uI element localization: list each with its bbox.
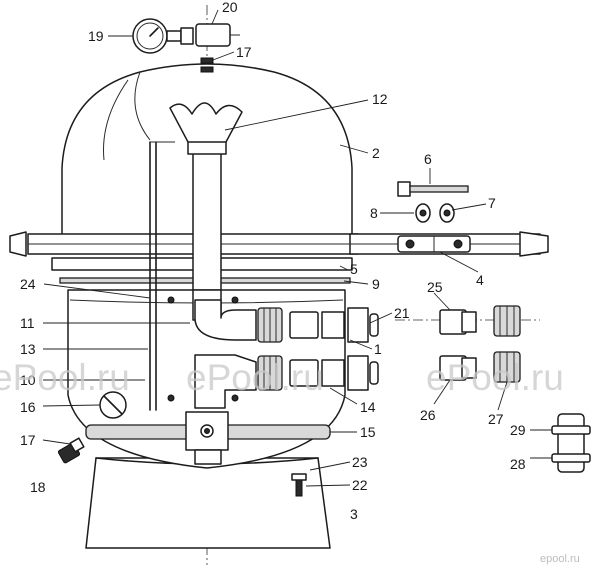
pressure-gauge — [132, 18, 194, 54]
callout-3: 3 — [350, 506, 358, 522]
spare-union-nut-upper — [493, 305, 521, 337]
drain-plug — [57, 437, 85, 464]
callout-16: 16 — [20, 399, 36, 415]
callout-18: 18 — [30, 479, 46, 495]
lower-elbow — [167, 354, 257, 409]
callout-24: 24 — [20, 276, 36, 292]
gauge-adapter — [195, 23, 240, 47]
upper-port-union — [257, 307, 379, 343]
callout-26: 26 — [420, 407, 436, 423]
callout-4: 4 — [476, 272, 484, 288]
callout-13: 13 — [20, 341, 36, 357]
clamp-bolt — [397, 181, 469, 197]
callout-6: 6 — [424, 151, 432, 167]
watermark-right: ePool.ru — [426, 357, 564, 398]
callout-2: 2 — [372, 145, 380, 161]
leader-lines — [42, 9, 552, 487]
callout-29: 29 — [510, 422, 526, 438]
callout-27: 27 — [488, 411, 504, 427]
callout-9: 9 — [372, 276, 380, 292]
clamp-block — [397, 235, 471, 253]
callout-17-top: 17 — [236, 44, 252, 60]
callout-8: 8 — [370, 205, 378, 221]
callout-5: 5 — [350, 261, 358, 277]
callout-10: 10 — [20, 372, 36, 388]
callout-7: 7 — [488, 195, 496, 211]
callout-11: 11 — [20, 315, 35, 331]
upper-elbow — [167, 296, 257, 341]
spare-fitting-26 — [439, 355, 477, 381]
top-vent-fitting — [200, 57, 214, 73]
standpipe — [169, 102, 243, 321]
watermark-left: ePool.ru — [0, 357, 130, 398]
callout-20: 20 — [222, 0, 238, 15]
watermark-corner: epool.ru — [540, 553, 580, 565]
callout-23: 23 — [352, 454, 368, 470]
callout-1: 1 — [374, 341, 382, 357]
lateral-collector — [85, 411, 331, 465]
callout-14: 14 — [360, 399, 376, 415]
clamp-nut-right — [439, 203, 455, 223]
callout-21: 21 — [394, 305, 410, 321]
spare-fitting-25 — [439, 309, 477, 335]
base-foot-screw — [291, 473, 307, 497]
callout-17-bottom: 17 — [20, 432, 36, 448]
spare-union-nut-27 — [493, 351, 521, 383]
lower-port-union — [257, 355, 379, 391]
callout-15: 15 — [360, 424, 376, 440]
filter-base — [85, 457, 331, 549]
callout-12: 12 — [372, 91, 388, 107]
hose-clamp — [551, 413, 591, 473]
callout-28: 28 — [510, 456, 526, 472]
callout-22: 22 — [352, 477, 368, 493]
watermark-center: ePool.ru — [186, 357, 324, 398]
watermarks: ePool.ru ePool.ru ePool.ru epool.ru — [0, 357, 580, 565]
callout-25: 25 — [427, 279, 443, 295]
clamp-washer-left — [415, 203, 431, 223]
callout-labels: 1 2 3 4 5 6 7 8 9 10 11 12 13 14 15 16 1… — [20, 0, 526, 522]
callout-19: 19 — [88, 28, 104, 44]
